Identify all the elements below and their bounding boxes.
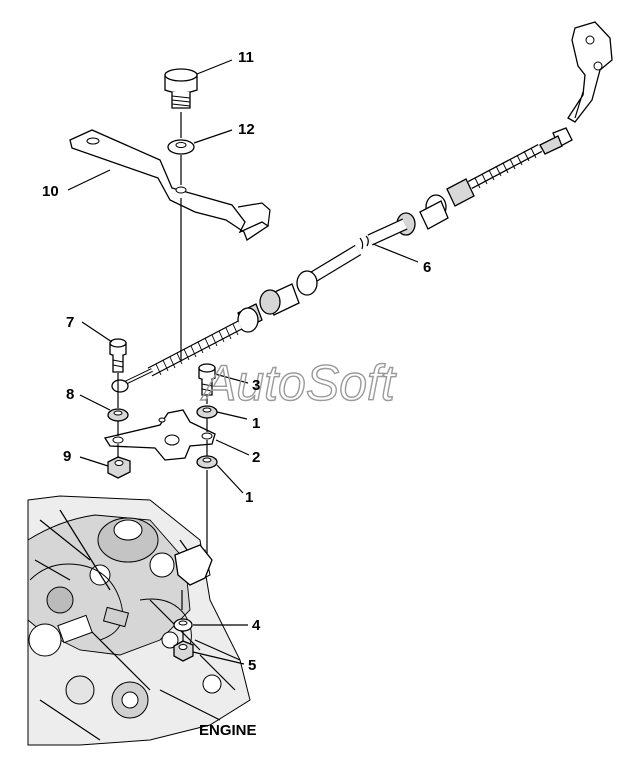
callout-8: 8	[66, 386, 74, 403]
washer-1-upper	[196, 405, 218, 419]
callout-7: 7	[66, 314, 74, 331]
bolt-3	[198, 363, 216, 396]
engine-block	[27, 495, 251, 746]
callout-11: 11	[238, 49, 254, 66]
callout-1-lower: 1	[245, 489, 253, 506]
callout-10: 10	[42, 183, 59, 200]
leader-lines	[67, 59, 419, 665]
callout-3: 3	[252, 377, 260, 394]
callout-5: 5	[248, 657, 256, 674]
washer-12	[167, 139, 195, 155]
callout-2: 2	[252, 449, 260, 466]
bolt-7	[109, 338, 127, 373]
washer-4	[173, 618, 193, 632]
throttle-lever	[567, 21, 613, 123]
engine-label: ENGINE	[199, 722, 257, 739]
bolt-11	[164, 68, 198, 109]
callout-4: 4	[252, 617, 261, 634]
nut-5	[173, 640, 194, 662]
bracket	[69, 129, 271, 241]
watermark-text: AutoSoft	[200, 355, 397, 411]
washer-8	[107, 408, 129, 422]
callout-12: 12	[238, 121, 255, 138]
nut-9	[107, 456, 131, 479]
callout-9: 9	[63, 448, 71, 465]
throttle-cable	[111, 127, 573, 393]
callout-1-upper: 1	[252, 415, 260, 432]
engine-bracket	[174, 544, 213, 610]
washer-1-lower	[196, 455, 218, 469]
plate-2	[103, 409, 216, 461]
callout-6: 6	[423, 259, 431, 276]
